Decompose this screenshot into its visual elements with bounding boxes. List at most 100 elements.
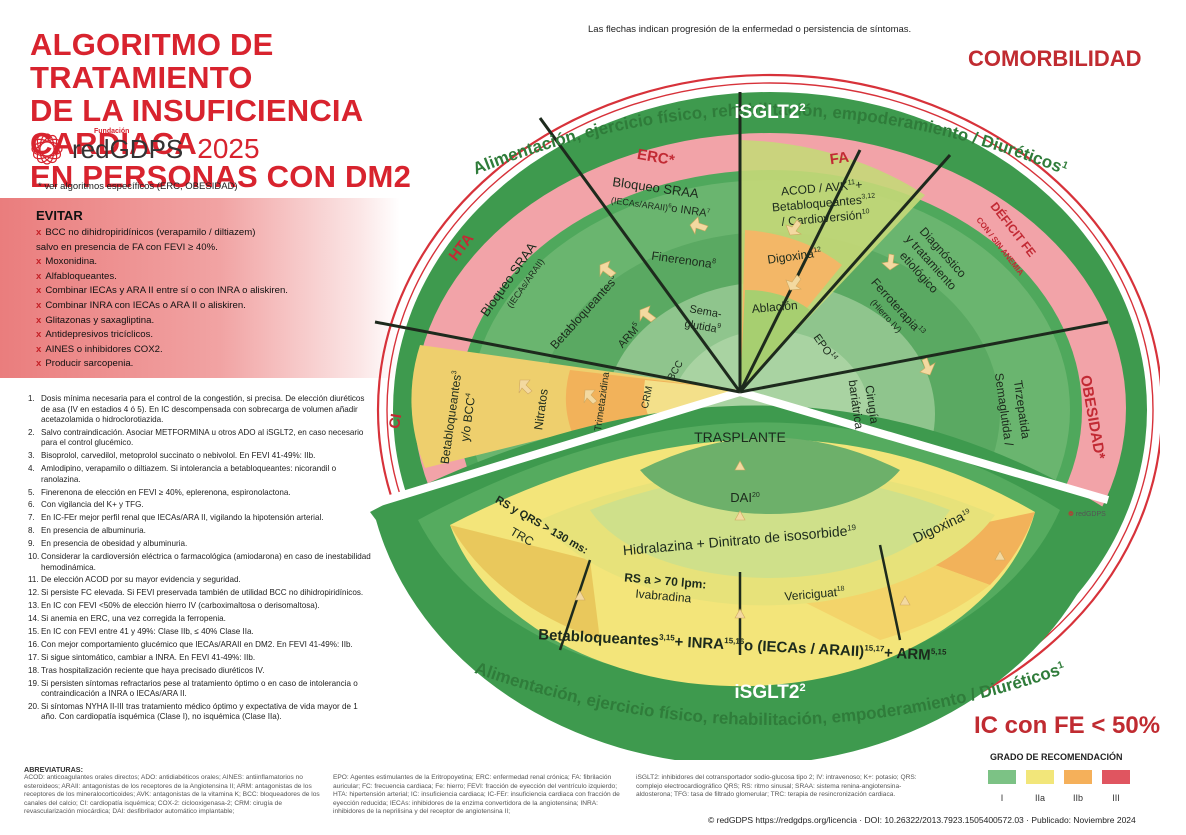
copyright: © redGDPS https://redgdps.org/licencia ·… bbox=[708, 815, 1136, 825]
trasplante-label: TRASPLANTE bbox=[694, 429, 786, 445]
x-icon: x bbox=[36, 285, 42, 297]
footnote: 11.De elección ACOD por su mayor evidenc… bbox=[28, 575, 241, 585]
title-line-3: EN PERSONAS CON DM2 bbox=[30, 159, 412, 194]
footnote: 3.Bisoprolol, carvedilol, metoprolol suc… bbox=[28, 451, 316, 461]
footnote: 2.Salvo contraindicación. Asociar METFOR… bbox=[28, 427, 364, 448]
ci-nitratos: Nitratos bbox=[531, 388, 551, 431]
avoid-item: salvo en presencia de FA con FEVI ≥ 40%. bbox=[36, 241, 218, 253]
title-line-1: ALGORITMO DE TRATAMIENTO bbox=[30, 27, 274, 95]
redgdps-logo-icon bbox=[31, 133, 63, 165]
footnote: 9.En presencia de obesidad y albuminuria… bbox=[28, 539, 188, 549]
footnote: 6.Con vigilancia del K+ y TFG. bbox=[28, 500, 144, 510]
vericiguat-label: Vericiguat18 bbox=[784, 584, 846, 603]
grade-iib-swatch bbox=[1064, 770, 1092, 784]
progression-arrow-icon bbox=[899, 595, 911, 606]
footnote: 19.Si persisten síntomas refractarios pe… bbox=[28, 678, 358, 699]
erc-semaglutida-1: Sema- bbox=[689, 303, 723, 321]
isglt2-bottom-label: iSGLT22 bbox=[734, 682, 805, 703]
progression-arrow-icon bbox=[574, 590, 586, 601]
footnote: 1.Dosis mínima necesaria para el control… bbox=[28, 394, 365, 424]
progression-arrow-icon bbox=[599, 260, 617, 278]
footnote: 5.Finerenona de elección en FEVI ≥ 40%, … bbox=[28, 487, 291, 497]
ic-fe-label: IC con FE < 50% bbox=[974, 712, 1161, 739]
progression-arrow-icon bbox=[919, 357, 936, 376]
brand-foundation: Fundación bbox=[94, 128, 130, 135]
abbreviations-title: ABREVIATURAS: bbox=[24, 765, 83, 774]
ivabradina-label: Ivabradina bbox=[635, 587, 692, 606]
x-icon: x bbox=[36, 329, 42, 341]
dai-label: DAI20 bbox=[730, 490, 760, 505]
obesidad-bariatrica: bariátrica bbox=[846, 379, 867, 430]
algorithms-note: * ver algoritmos específicos (ERC, OBESI… bbox=[38, 181, 238, 192]
footnote: 18.Tras hospitalización reciente que hay… bbox=[28, 665, 265, 675]
sector-fa-label: FA bbox=[829, 149, 851, 169]
footnote: 14.Si anemia en ERC, una vez corregida l… bbox=[28, 614, 226, 624]
progression-arrow-icon bbox=[734, 460, 746, 471]
grade-iii-swatch bbox=[1102, 770, 1130, 784]
arrows-note: Las flechas indican progresión de la enf… bbox=[588, 24, 912, 35]
progression-arrow-icon bbox=[785, 219, 802, 236]
footnote: 12.Si persiste FC elevada. Si FEVI prese… bbox=[28, 588, 364, 598]
footnote: 20.Si síntomas NYHA II-III tras tratamie… bbox=[28, 701, 358, 722]
fa-acod: ACOD / AVK11+ bbox=[780, 177, 862, 198]
footnotes-list: 1.Dosis mínima necesaria para el control… bbox=[28, 394, 373, 725]
x-icon: x bbox=[36, 227, 42, 238]
treatment-wheel-diagram: Alimentación, ejercicio físico, rehabili… bbox=[370, 74, 1160, 760]
footnote: 4.Amlodipino, verapamilo o diltiazem. Si… bbox=[28, 464, 337, 484]
footnote: 10.Considerar la cardioversión eléctrica… bbox=[28, 552, 371, 572]
fa-digoxina: Digoxina12 bbox=[766, 245, 822, 266]
sector-erc-label: ERC* bbox=[636, 146, 676, 169]
small-logo: ❁ redGDPS bbox=[1068, 511, 1106, 518]
x-icon: x bbox=[36, 358, 42, 370]
progression-arrow-icon bbox=[583, 389, 598, 405]
brand: Fundación redGDPS 2025 bbox=[30, 128, 260, 166]
progression-arrow-icon bbox=[734, 608, 746, 619]
x-icon: x bbox=[36, 299, 42, 311]
footnote: 7.En IC-FEr mejor perfil renal que IECAs… bbox=[28, 513, 324, 523]
footnote: 17.Si sigue sintomático, cambiar a INRA.… bbox=[28, 652, 256, 662]
avoid-title: EVITAR bbox=[36, 208, 83, 223]
abbreviations-col-3: iSGLT2: inhibidores del cotransportador … bbox=[636, 774, 917, 799]
progression-arrow-icon bbox=[639, 305, 657, 323]
sector-ci-label: CI bbox=[386, 412, 405, 430]
grades-title: GRADO DE RECOMENDACIÓN bbox=[990, 752, 1123, 762]
brand-year: 2025 bbox=[197, 133, 260, 164]
progression-arrow-icon bbox=[881, 253, 900, 271]
ci-crm: CRM bbox=[640, 385, 655, 410]
x-icon: x bbox=[36, 343, 42, 355]
base-treatment-label: Betabloqueantes3,15+ INRA15,16o (IECAs /… bbox=[538, 626, 947, 664]
ci-bcc: y/o BCC4 bbox=[458, 392, 479, 442]
grade-i-label: I bbox=[1000, 793, 1004, 803]
footnote: 8.En presencia de albuminuria. bbox=[28, 526, 146, 536]
comorbidity-label: COMORBILIDAD bbox=[968, 46, 1142, 71]
grade-iii-label: III bbox=[1112, 793, 1120, 803]
progression-arrow-icon bbox=[734, 510, 746, 521]
progression-arrow-icon bbox=[689, 216, 709, 235]
progression-arrow-icon bbox=[518, 379, 533, 395]
footnote: 13.En IC con FEVI <50% de elección hierr… bbox=[28, 601, 320, 611]
progression-arrow-icon bbox=[994, 550, 1006, 561]
x-icon: x bbox=[36, 256, 42, 268]
small-logo-icon: ❁ bbox=[1068, 511, 1074, 518]
erc-semaglutida-2: glutida9 bbox=[684, 317, 722, 336]
page-title: ALGORITMO DE TRATAMIENTO DE LA INSUFICIE… bbox=[30, 28, 500, 193]
brand-name: redGDPS bbox=[72, 133, 184, 164]
grade-iib-label: IIb bbox=[1072, 793, 1083, 803]
abbreviations-col-1: ACOD: anticoagulantes orales directos; A… bbox=[24, 774, 320, 816]
grade-iia-label: IIa bbox=[1034, 793, 1045, 803]
isglt2-top-label: iSGLT22 bbox=[734, 102, 805, 123]
progression-arrow-icon bbox=[785, 274, 802, 291]
obesidad-cirugia: Cirugía bbox=[862, 384, 881, 425]
fa-ablacion: Ablación bbox=[751, 298, 798, 316]
grade-iia-swatch bbox=[1026, 770, 1054, 784]
